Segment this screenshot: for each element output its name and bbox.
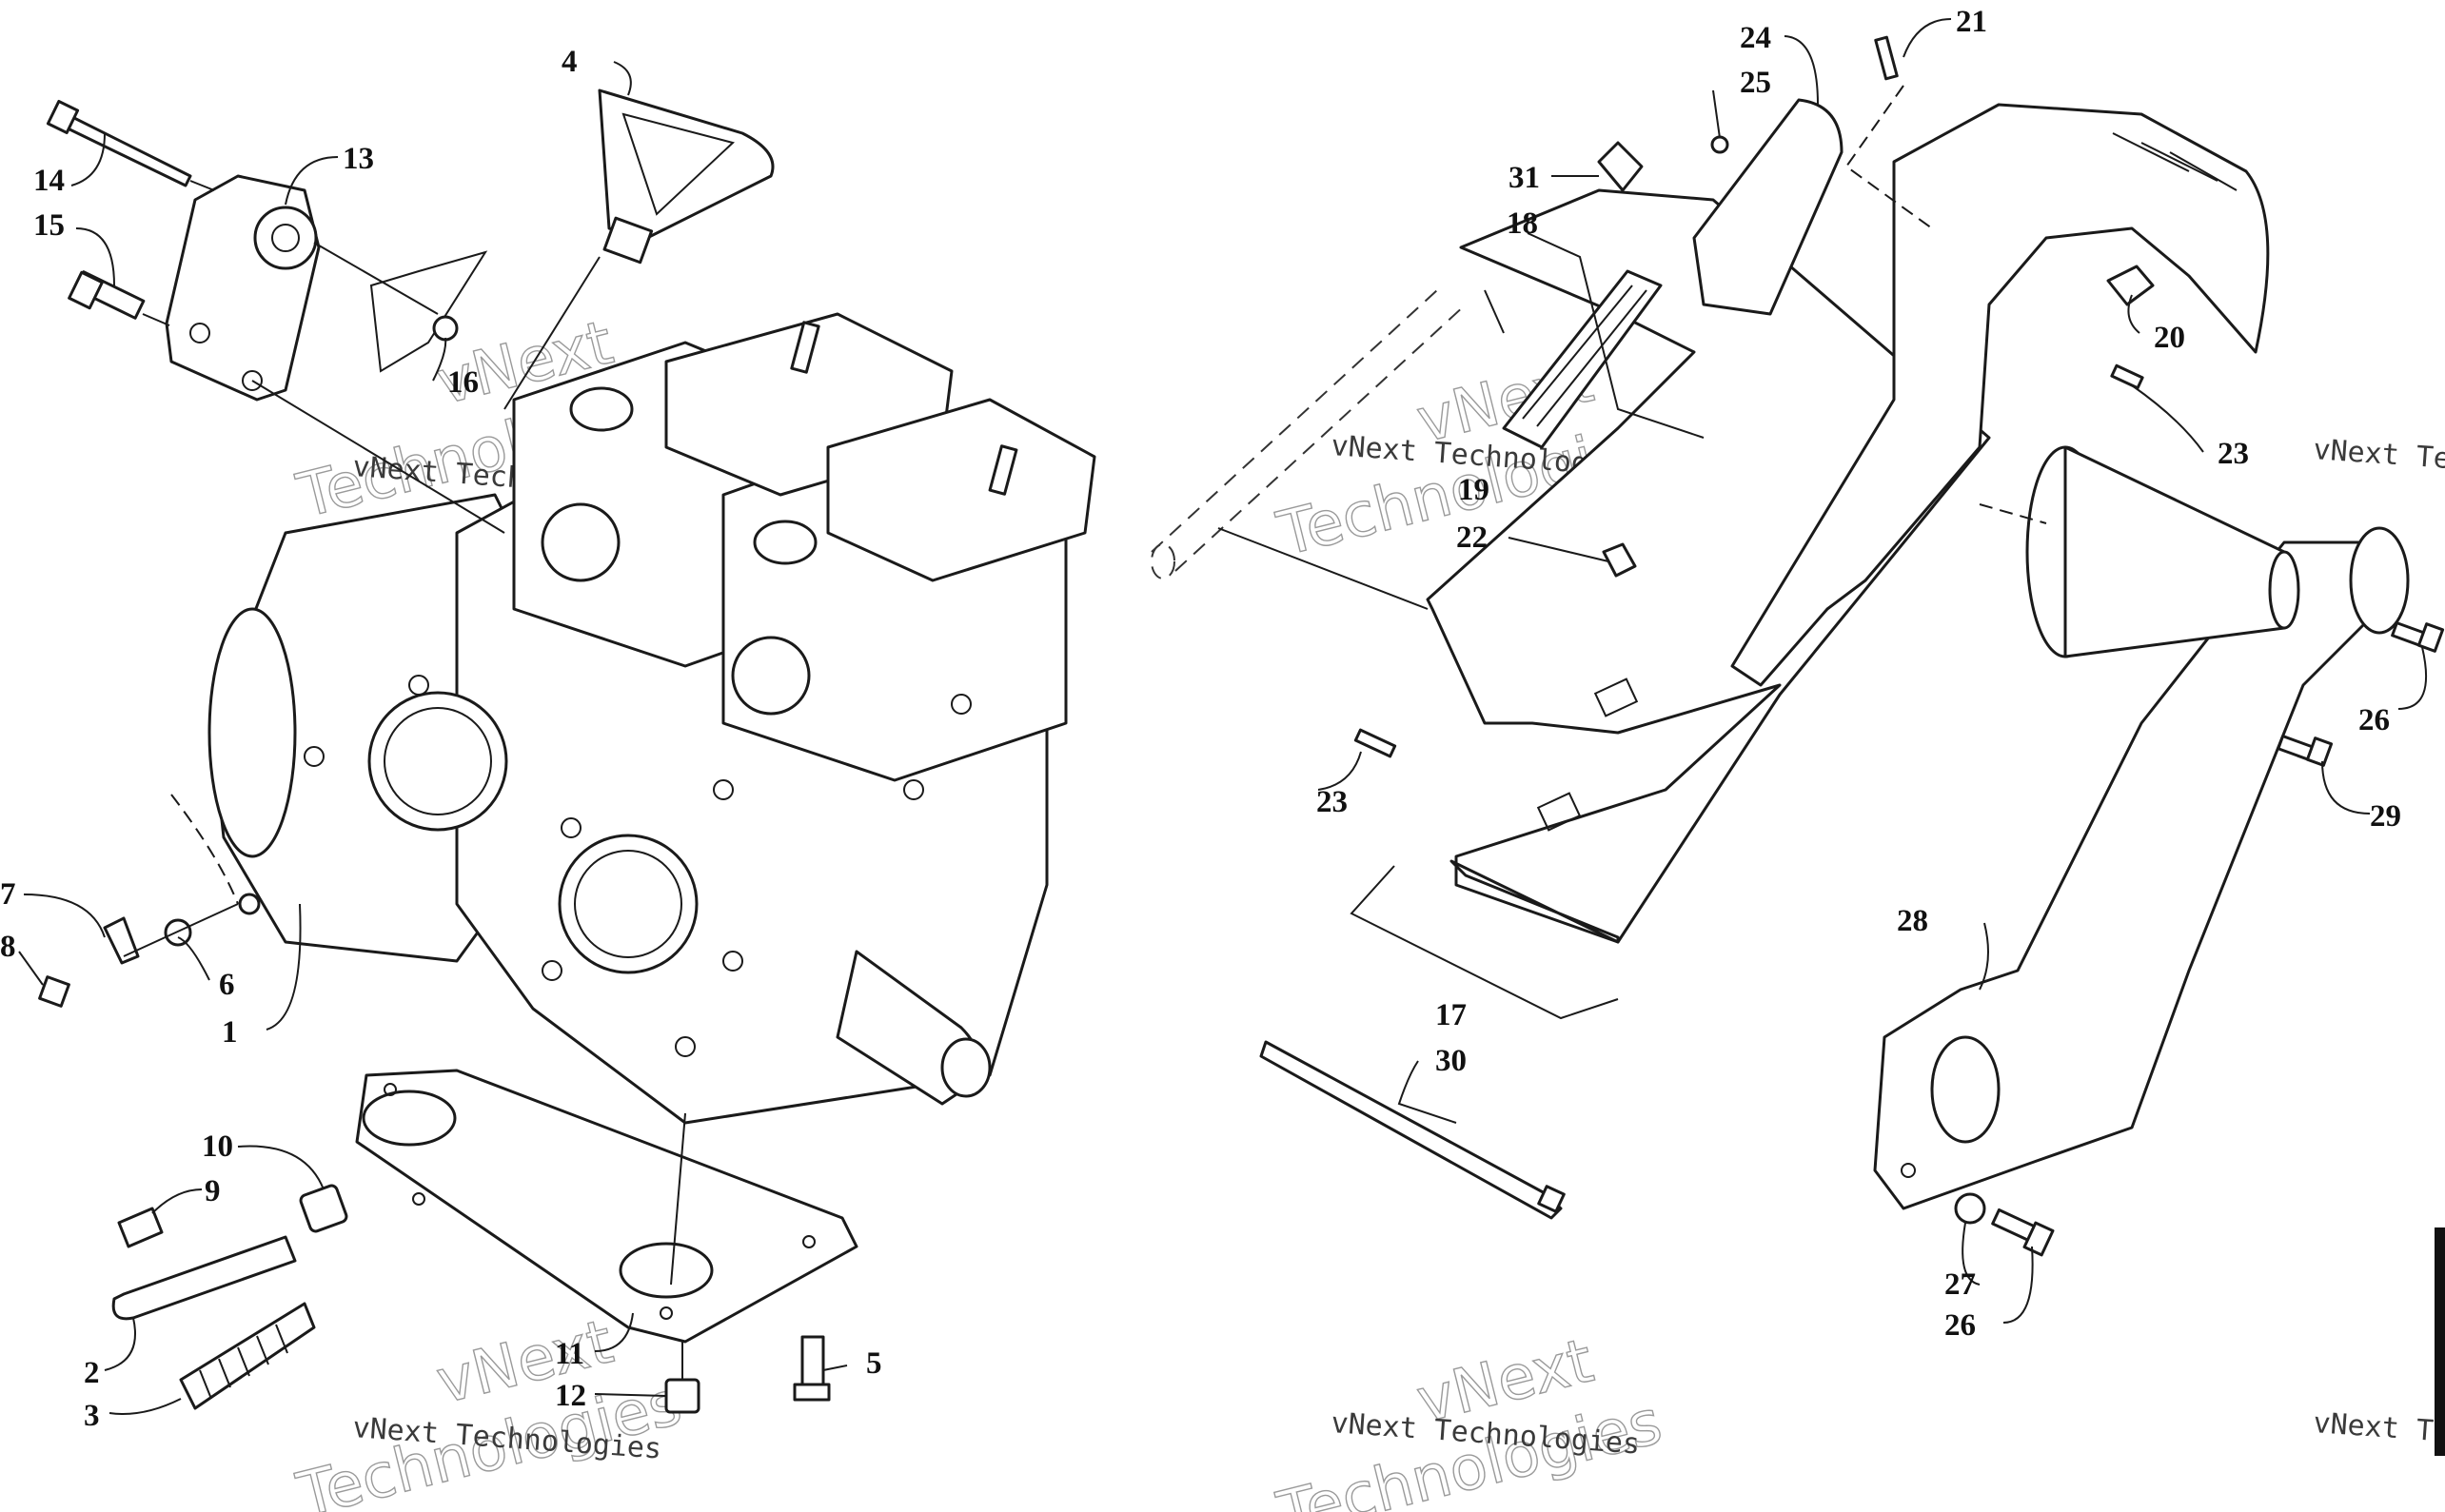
mounting-plate-part-11: [355, 1069, 858, 1344]
cable-tie-part-30: [1259, 1040, 1566, 1220]
callout-11: 11: [555, 1337, 584, 1371]
callout-9: 9: [205, 1174, 221, 1208]
callout-15: 15: [33, 208, 65, 243]
clip-part-22: [1602, 542, 1637, 578]
callout-28: 28: [1897, 904, 1928, 938]
washer-part-25: [1710, 135, 1729, 154]
bearing-shaft: [1979, 445, 2410, 658]
callout-26-upper: 26: [2358, 703, 2390, 737]
bolt-part-26-upper: [2391, 621, 2445, 653]
callout-16: 16: [447, 365, 479, 400]
callout-14: 14: [33, 164, 65, 198]
callout-23-lower: 23: [1316, 785, 1348, 819]
bolt-part-15: [68, 270, 170, 326]
callout-23-upper: 23: [2218, 437, 2249, 471]
callout-18: 18: [1507, 206, 1538, 241]
watermark-caption-bottom-right: vNext Technologies: [2312, 1406, 2445, 1462]
callout-3: 3: [84, 1399, 100, 1433]
callout-4: 4: [562, 45, 578, 79]
hardware-parts-6-7-8: [38, 794, 261, 1008]
callout-13: 13: [343, 142, 374, 176]
callout-27: 27: [1944, 1267, 1976, 1302]
callout-17: 17: [1435, 998, 1467, 1032]
callout-30: 30: [1435, 1044, 1467, 1078]
bolt-part-26-lower: [1954, 1192, 2055, 1257]
bolt-part-5: [793, 1335, 831, 1402]
callout-labels: 1 2 3 4 5 6 7 8 9 10 11 12 13 14 15 16 1…: [0, 5, 2401, 1433]
callout-6: 6: [219, 968, 235, 1002]
callout-8: 8: [0, 930, 16, 964]
callout-25: 25: [1740, 66, 1771, 100]
heat-shield-part-17: [1350, 188, 1991, 1020]
starter-handle-part-4: [503, 88, 775, 410]
engine-assembly: [207, 312, 1096, 1125]
decal-part-18: [1502, 269, 1663, 449]
long-bolt-part-14: [46, 99, 215, 191]
bracket-part-20: [2106, 265, 2155, 306]
clip-part-31: [1597, 141, 1644, 192]
callout-31: 31: [1508, 161, 1540, 195]
callout-2: 2: [84, 1356, 100, 1390]
callout-26-lower: 26: [1944, 1308, 1976, 1343]
bolt-part-23-lower: [1353, 728, 1397, 758]
callout-1: 1: [222, 1015, 238, 1050]
callout-12: 12: [555, 1379, 586, 1413]
chaincase-cover: [1730, 103, 2270, 687]
callout-leaders: [18, 18, 2428, 1415]
engine-mount-part-13: [165, 174, 505, 534]
bolt-part-29: [2277, 735, 2334, 767]
watermark-caption-top-right: vNext Technologies: [2312, 433, 2445, 488]
watermark-bottom-center: vNext Technologies: [1271, 1325, 1669, 1512]
pad-part-24: [1692, 98, 1844, 316]
callout-7: 7: [0, 877, 16, 912]
callout-19: 19: [1458, 473, 1489, 507]
callout-22: 22: [1456, 520, 1488, 555]
callout-29: 29: [2370, 799, 2401, 834]
bolt-part-23-upper: [2110, 363, 2144, 390]
nut-part-12: [664, 1342, 700, 1414]
callout-5: 5: [866, 1346, 882, 1381]
callout-21: 21: [1956, 5, 1987, 39]
callout-20: 20: [2154, 321, 2185, 355]
edge-marker: [2435, 1227, 2445, 1456]
hose-spring-parts: [111, 1184, 348, 1410]
callout-24: 24: [1740, 21, 1771, 55]
bolt-part-21: [1844, 35, 1933, 229]
frame-ghost: [1151, 289, 1467, 610]
callout-10: 10: [202, 1129, 233, 1164]
